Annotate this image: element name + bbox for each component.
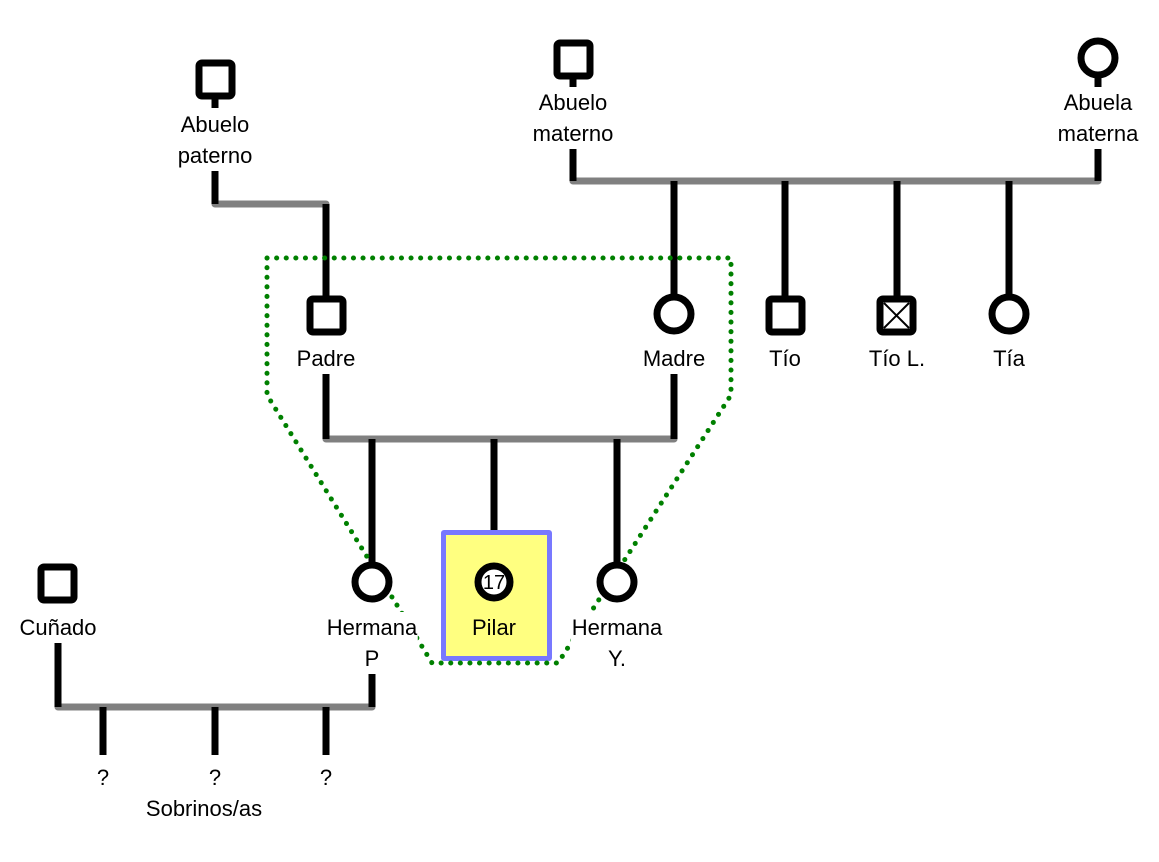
label-tio: Tío [769,346,801,371]
label-sobrinos: Sobrinos/as [145,796,263,821]
unknown-child-1: ? [96,765,110,790]
label-tio-l: Tío L. [868,346,926,371]
label-padre: Padre [295,343,357,374]
unknown-child-3: ? [319,765,333,790]
label-pilar: Pilar [471,615,517,640]
label-abuelo-paterno: Abuelo paterno [176,109,254,171]
label-abuelo-materno: Abuelo materno [531,87,615,149]
label-hermana-p: Hermana P [325,612,419,674]
label-hermana-y: Hermana Y. [570,612,664,674]
age-label-pilar: 17 [482,572,506,594]
label-abuela-materna: Abuela materna [1056,87,1140,149]
unknown-child-2: ? [208,765,222,790]
label-cunado: Cuñado [18,612,98,643]
label-madre: Madre [641,343,707,374]
label-tia: Tía [993,346,1025,371]
